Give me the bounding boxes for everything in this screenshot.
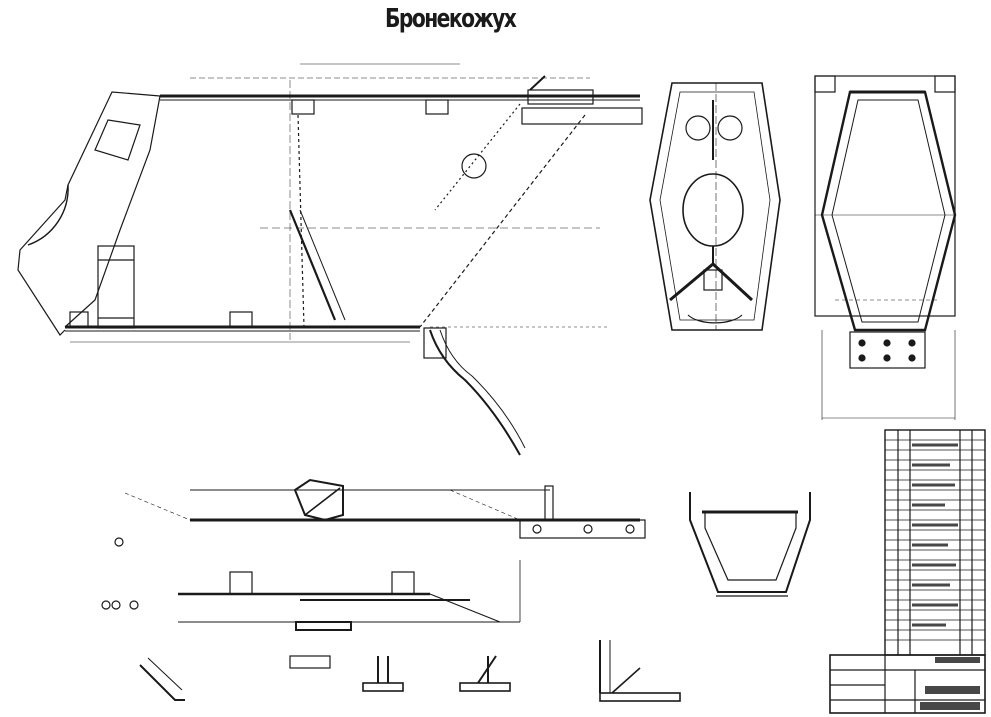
lower-side-view-2 (101, 537, 521, 631)
parts-list-rows (885, 439, 985, 641)
u-section-view (689, 492, 811, 597)
section-view-hexagon (649, 82, 781, 331)
drawing-title: Бронекожух (385, 4, 517, 34)
parts-list-scan-noise (912, 443, 980, 710)
detail-profiles (139, 640, 681, 702)
parts-list-table (829, 429, 986, 714)
front-view (814, 75, 957, 420)
main-side-view (17, 63, 643, 456)
lower-side-view-1 (124, 478, 646, 539)
